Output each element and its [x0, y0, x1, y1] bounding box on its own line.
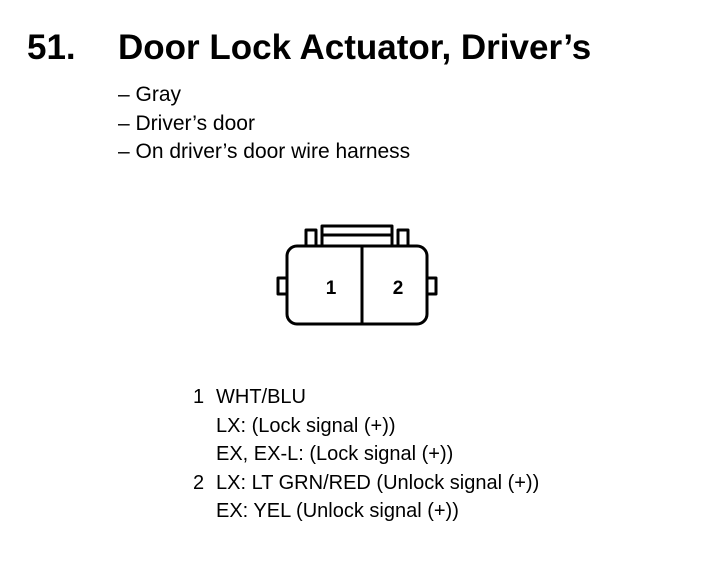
- terminal-label-1: 1: [326, 278, 337, 299]
- connector-left-ear: [276, 276, 287, 296]
- connector-diagram: 1 2: [276, 224, 438, 326]
- detail-location: – Driver’s door: [118, 111, 255, 135]
- connector-right-ear: [427, 276, 438, 296]
- terminal-label-2: 2: [393, 278, 404, 299]
- connector-left-tab: [304, 228, 318, 246]
- pin-description: WHT/BLU LX: (Lock signal (+)) EX, EX-L: …: [216, 383, 453, 469]
- pin-line: EX: YEL (Unlock signal (+)): [216, 500, 459, 522]
- pin-list: 1 WHT/BLU LX: (Lock signal (+)) EX, EX-L…: [193, 383, 539, 526]
- page-title: 51. Door Lock Actuator, Driver’s: [27, 26, 591, 70]
- pin-number: 1: [193, 386, 205, 408]
- section-title: Door Lock Actuator, Driver’s: [118, 28, 592, 67]
- pin-line: WHT/BLU: [216, 386, 306, 408]
- detail-color: – Gray: [118, 83, 182, 106]
- pin-line: LX: (Lock signal (+)): [216, 414, 396, 437]
- section-number: 51.: [27, 28, 76, 67]
- connector-details: – Gray – Driver’s door – On driver’s doo…: [118, 81, 410, 167]
- pin-description: LX: LT GRN/RED (Unlock signal (+)) EX: Y…: [216, 469, 539, 526]
- pin-line: EX, EX-L: (Lock signal (+)): [216, 443, 454, 465]
- pin-line: LX: LT GRN/RED (Unlock signal (+)): [216, 471, 540, 494]
- connector-right-tab: [396, 228, 410, 246]
- pin-number: 2: [193, 471, 205, 494]
- connector-body: [285, 244, 429, 326]
- pin-row: 1 WHT/BLU LX: (Lock signal (+)) EX, EX-L…: [193, 383, 539, 469]
- pin-row: 2 LX: LT GRN/RED (Unlock signal (+)) EX:…: [193, 469, 539, 526]
- detail-harness: – On driver’s door wire harness: [118, 140, 411, 163]
